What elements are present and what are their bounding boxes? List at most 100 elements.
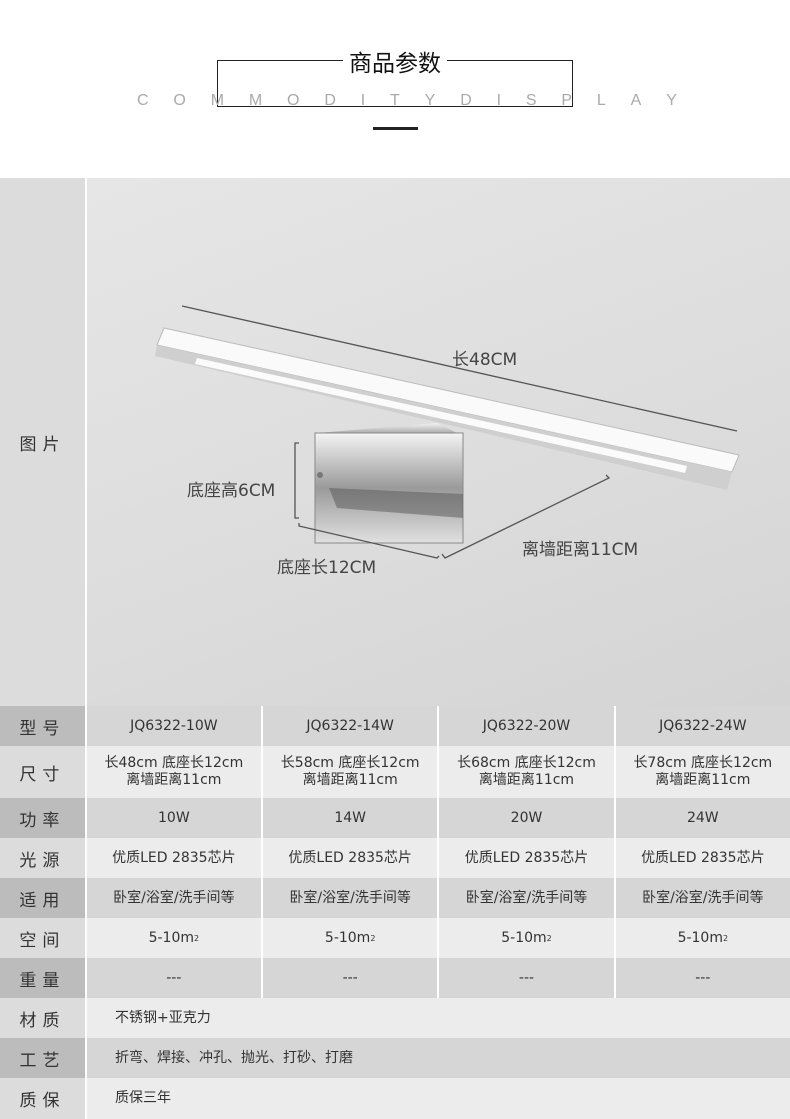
spec-value: JQ6322-10W <box>130 717 218 734</box>
spec-cell: --- <box>437 958 614 998</box>
unit-superscript: 2 <box>370 933 376 943</box>
subtitle-letter: D <box>460 92 472 109</box>
subtitle-letter: I <box>360 92 366 109</box>
image-label: 图片 <box>0 178 85 706</box>
spec-cell: 优质LED 2835芯片 <box>84 838 261 878</box>
spec-value: JQ6322-24W <box>659 717 747 734</box>
subtitle-letter: A <box>630 92 642 109</box>
spec-value: 卧室/浴室/洗手间等 <box>465 889 588 906</box>
spec-value: 优质LED 2835芯片 <box>464 849 589 866</box>
spec-value: 10W <box>158 809 190 826</box>
spec-cell: JQ6322-20W <box>437 706 614 746</box>
spec-value: 优质LED 2835芯片 <box>112 849 236 866</box>
subtitle-letter: M <box>210 92 225 109</box>
unit-superscript: 2 <box>194 933 200 943</box>
spec-cell: 20W <box>437 798 614 838</box>
spec-value: 质保三年 <box>85 1078 790 1119</box>
spec-value: JQ6322-20W <box>482 717 571 734</box>
subtitle-letter: T <box>390 92 400 109</box>
subtitle-letter: L <box>596 92 606 109</box>
spec-label: 质保 <box>0 1078 85 1119</box>
spec-value: --- <box>166 969 182 986</box>
spec-value: --- <box>695 969 711 986</box>
spec-cell-line: 长58cm 底座长12cm <box>280 755 420 771</box>
subtitle-letter: D <box>324 92 336 109</box>
spec-cell: 卧室/浴室/洗手间等 <box>261 878 438 918</box>
spec-cell: 卧室/浴室/洗手间等 <box>84 878 261 918</box>
unit-superscript: 2 <box>722 933 729 943</box>
spec-value: 5-10m <box>501 929 547 946</box>
length-annotation: 长48CM <box>452 350 518 370</box>
spec-value: 5-10m <box>677 929 723 946</box>
spec-value: 不锈钢+亚克力 <box>85 998 790 1038</box>
lamp-illustration <box>155 305 740 559</box>
section-title: 商品参数 <box>343 51 447 77</box>
spec-label: 光源 <box>0 838 85 878</box>
spec-label: 适用 <box>0 878 85 918</box>
spec-row: 重量 --- --- --- --- <box>0 958 790 998</box>
spec-cell-line: 长68cm 底座长12cm <box>457 755 596 771</box>
spec-row: 材质不锈钢+亚克力 <box>0 998 790 1038</box>
spec-cell: 24W <box>613 798 790 838</box>
spec-row: 质保质保三年 <box>0 1078 790 1119</box>
spec-value: JQ6322-14W <box>306 717 394 734</box>
product-photo: 长48CM 底座高6CM 底座长12CM 离墙距离11CM <box>85 178 790 706</box>
wall-distance-annotation: 离墙距离11CM <box>522 540 639 560</box>
subtitle-letter: I <box>496 92 502 109</box>
spec-cell-line: 长48cm 底座长12cm <box>104 755 244 771</box>
spec-row: 型号 JQ6322-10W JQ6322-14W JQ6322-20W JQ6322-2… <box>0 706 790 746</box>
spec-cell-line: 长78cm 底座长12cm <box>633 755 773 771</box>
spec-value: 折弯、焊接、冲孔、抛光、打砂、打磨 <box>85 1038 790 1078</box>
spec-cell: JQ6322-24W <box>613 706 790 746</box>
spec-cell: 优质LED 2835芯片 <box>261 838 438 878</box>
spec-value: 卧室/浴室/洗手间等 <box>642 889 764 906</box>
subtitle-letter: O <box>173 92 186 109</box>
spec-cell: --- <box>261 958 438 998</box>
base-height-annotation: 底座高6CM <box>187 481 276 501</box>
spec-label: 空间 <box>0 918 85 958</box>
spec-cell: JQ6322-10W <box>84 706 261 746</box>
subtitle-letter: C <box>137 92 149 109</box>
spec-cell: 卧室/浴室/洗手间等 <box>437 878 614 918</box>
spec-value: --- <box>518 969 535 986</box>
spec-value: --- <box>342 969 358 986</box>
spec-value: 优质LED 2835芯片 <box>288 849 412 866</box>
spec-label: 型号 <box>0 706 85 746</box>
spec-row: 光源 优质LED 2835芯片 优质LED 2835芯片 优质LED 2835芯片 优质… <box>0 838 790 878</box>
spec-label: 重量 <box>0 958 85 998</box>
subtitle-letter: Y <box>424 92 436 109</box>
subtitle-letter: P <box>561 92 573 109</box>
subtitle-letter: O <box>287 92 300 109</box>
spec-label: 材质 <box>0 998 85 1038</box>
spec-cell: JQ6322-14W <box>261 706 438 746</box>
subtitle-letter: Y <box>666 92 677 109</box>
spec-cell-line: 离墙距离11cm <box>126 772 222 788</box>
spec-value: 卧室/浴室/洗手间等 <box>289 889 411 906</box>
image-row: 图片 长48CM 底座高6CM 底座长12CM 离墙距离11CM <box>0 178 790 706</box>
spec-value: 14W <box>334 809 366 826</box>
base-length-annotation: 底座长12CM <box>277 558 377 578</box>
spec-cell-line: 离墙距离11cm <box>302 772 398 788</box>
spec-cell: --- <box>84 958 261 998</box>
spec-cell: 10W <box>84 798 261 838</box>
spec-cell: 优质LED 2835芯片 <box>437 838 614 878</box>
subtitle-letter: M <box>248 92 263 109</box>
spec-label: 功率 <box>0 798 85 838</box>
spec-cell: 14W <box>261 798 438 838</box>
section-header: 商品参数 C O M M O D I T Y D I S P L A Y <box>0 0 790 178</box>
subtitle-letter: S <box>525 92 537 109</box>
spec-value: 5-10m <box>148 929 194 946</box>
spec-label: 尺寸 <box>0 746 85 798</box>
spec-cell: 优质LED 2835芯片 <box>613 838 790 878</box>
unit-superscript: 2 <box>546 933 552 943</box>
